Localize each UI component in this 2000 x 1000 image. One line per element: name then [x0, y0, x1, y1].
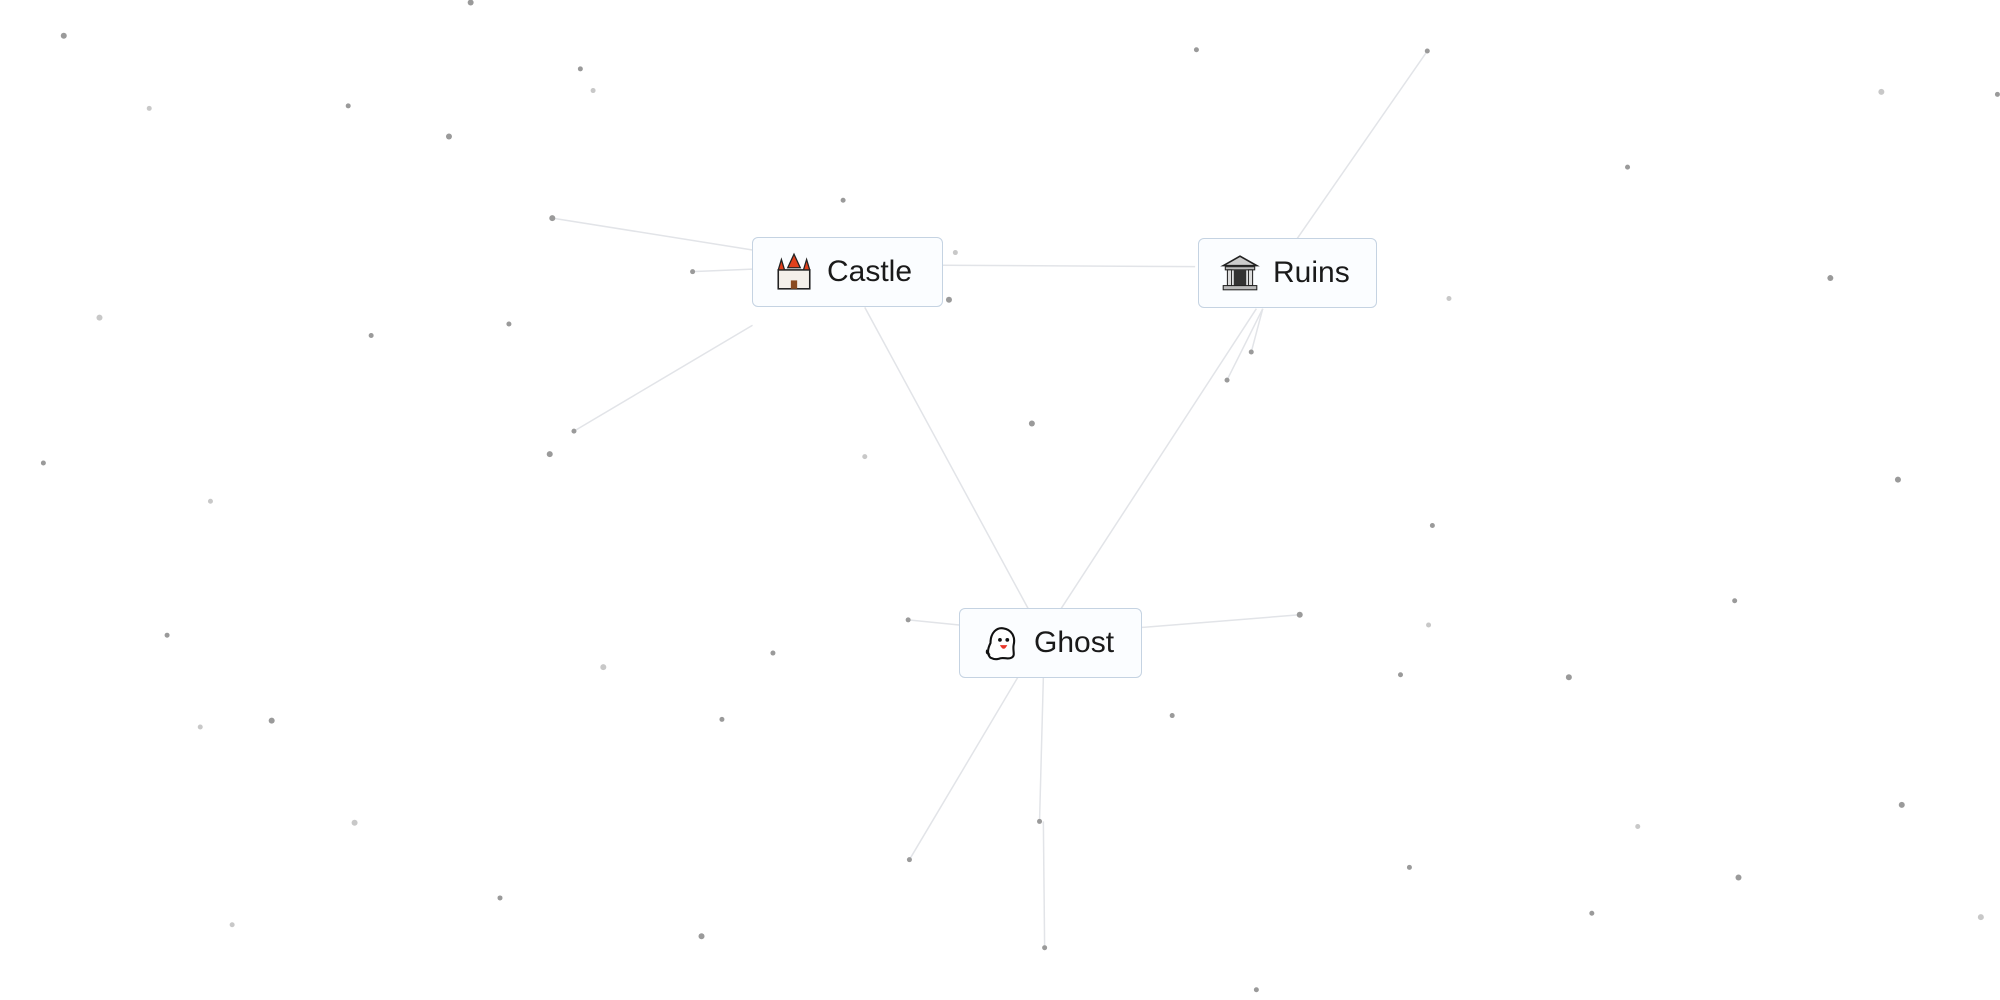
connection-line — [941, 264, 1196, 268]
particle-dot — [1028, 420, 1035, 427]
particle-dot — [1042, 945, 1048, 951]
particle-dot — [60, 32, 67, 39]
particle-dot — [1589, 910, 1595, 916]
particle-dot — [1426, 622, 1432, 628]
particle-dot — [1224, 377, 1230, 383]
particle-dot — [197, 724, 203, 730]
particle-dot — [1878, 88, 1885, 95]
particle-dot — [840, 197, 846, 203]
connection-line — [692, 268, 753, 273]
particle-dot — [1424, 48, 1430, 54]
particle-dot — [207, 498, 213, 504]
particle-dot — [1429, 523, 1435, 529]
particle-dot — [698, 933, 705, 940]
particle-dot — [1446, 295, 1452, 301]
particle-dot — [1625, 164, 1631, 170]
classical-building-icon — [1220, 255, 1260, 291]
connection-line — [908, 676, 1019, 861]
particle-dot — [770, 650, 776, 656]
particle-dot — [506, 321, 512, 327]
connection-line — [1042, 821, 1046, 948]
particle-dot — [1735, 874, 1742, 881]
particle-dot — [345, 103, 351, 109]
particle-dot — [1565, 674, 1572, 681]
particle-dot — [1732, 598, 1738, 604]
element-label: Castle — [827, 255, 913, 288]
particle-dot — [549, 215, 556, 222]
element-label: Ruins — [1273, 256, 1350, 289]
particle-dot — [1169, 713, 1175, 719]
connection-line — [1250, 308, 1264, 353]
particle-dot — [905, 617, 911, 623]
particle-dot — [1193, 47, 1199, 53]
particle-dot — [1296, 611, 1303, 618]
particle-dot — [1248, 349, 1254, 355]
particle-dot — [146, 105, 152, 111]
connection-line — [1296, 50, 1428, 239]
ghost-icon — [985, 627, 1016, 661]
element-label: Ghost — [1034, 626, 1115, 659]
particle-dot — [497, 895, 503, 901]
particle-dot — [577, 66, 583, 72]
particle-dot — [40, 460, 46, 466]
particle-dot — [1397, 672, 1403, 678]
particle-dot — [945, 296, 952, 303]
particle-dot — [690, 269, 696, 275]
particle-dot — [351, 819, 358, 826]
element-ruins[interactable]: Ruins — [1198, 238, 1377, 308]
particle-dot — [546, 451, 553, 458]
connection-line — [1060, 308, 1257, 609]
particle-dot — [1994, 91, 2000, 97]
connection-line — [1226, 308, 1264, 381]
particle-dot — [268, 717, 275, 724]
particle-dot — [445, 133, 452, 140]
particle-dot — [1253, 987, 1259, 993]
particle-dot — [719, 716, 725, 722]
particle-dot — [368, 332, 374, 338]
particle-dot — [1977, 914, 1984, 921]
particle-dot — [467, 0, 474, 6]
connection-line — [552, 217, 753, 251]
particle-dot — [96, 314, 103, 321]
particle-dot — [600, 664, 607, 671]
particle-dot — [1827, 275, 1834, 282]
element-castle[interactable]: Castle — [752, 237, 943, 307]
connection-line — [573, 324, 753, 432]
particle-dot — [952, 250, 958, 256]
connection-line — [1038, 677, 1045, 822]
particle-dot — [571, 428, 577, 434]
particle-dot — [906, 857, 912, 863]
particle-dot — [1894, 476, 1901, 483]
connection-line — [864, 307, 1029, 609]
particle-dot — [1037, 818, 1043, 824]
connection-line — [1140, 614, 1300, 629]
particle-dot — [229, 922, 235, 928]
particle-dot — [862, 454, 868, 460]
particle-dot — [1898, 801, 1905, 808]
connection-line — [908, 619, 960, 626]
particle-dot — [1406, 864, 1412, 870]
particle-dot — [590, 88, 596, 94]
castle-icon — [777, 252, 811, 290]
particle-dot — [164, 632, 170, 638]
element-ghost[interactable]: Ghost — [959, 608, 1142, 678]
particle-dot — [1635, 824, 1641, 830]
